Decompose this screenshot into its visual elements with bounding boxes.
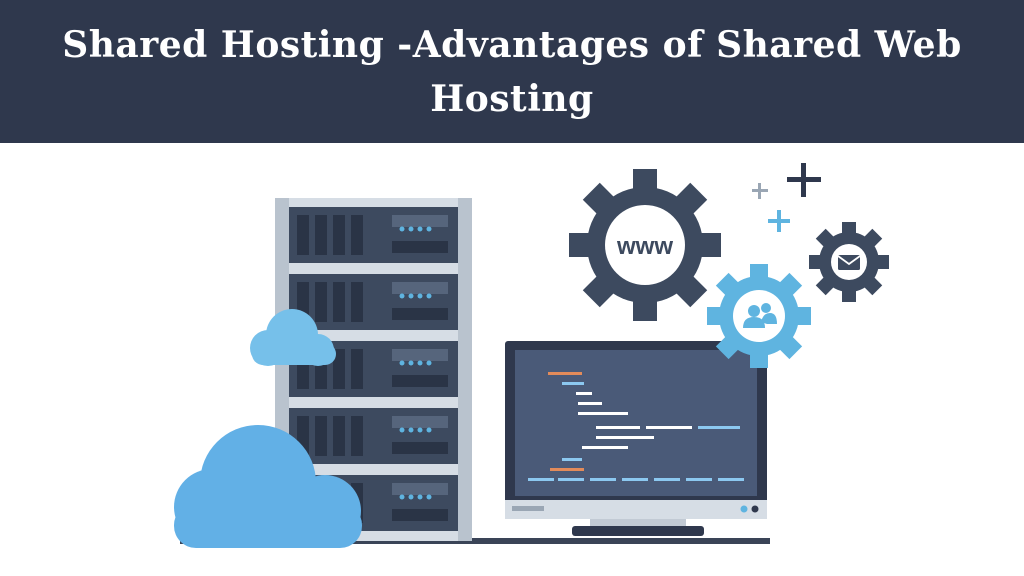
monitor-icon	[505, 341, 767, 536]
title-banner: Shared Hosting -Advantages of Shared Web…	[0, 0, 1024, 143]
page-title: Shared Hosting -Advantages of Shared Web…	[62, 23, 962, 120]
envelope-icon	[837, 255, 861, 270]
code-lines	[528, 372, 744, 481]
hosting-illustration: www	[174, 163, 889, 548]
cloud-icon	[250, 309, 336, 366]
server-unit	[289, 207, 458, 263]
plus-icon	[787, 163, 821, 197]
plus-icon	[752, 183, 768, 199]
www-label: www	[616, 233, 673, 260]
gear-users-icon	[707, 264, 811, 368]
users-icon	[743, 303, 777, 328]
server-unit	[289, 408, 458, 464]
floor-line	[180, 538, 770, 544]
cloud-icon	[174, 425, 362, 548]
gear-mail-icon	[809, 222, 889, 302]
plus-icon	[768, 210, 790, 232]
gear-www-icon: www	[569, 169, 721, 321]
server-unit	[289, 274, 458, 330]
